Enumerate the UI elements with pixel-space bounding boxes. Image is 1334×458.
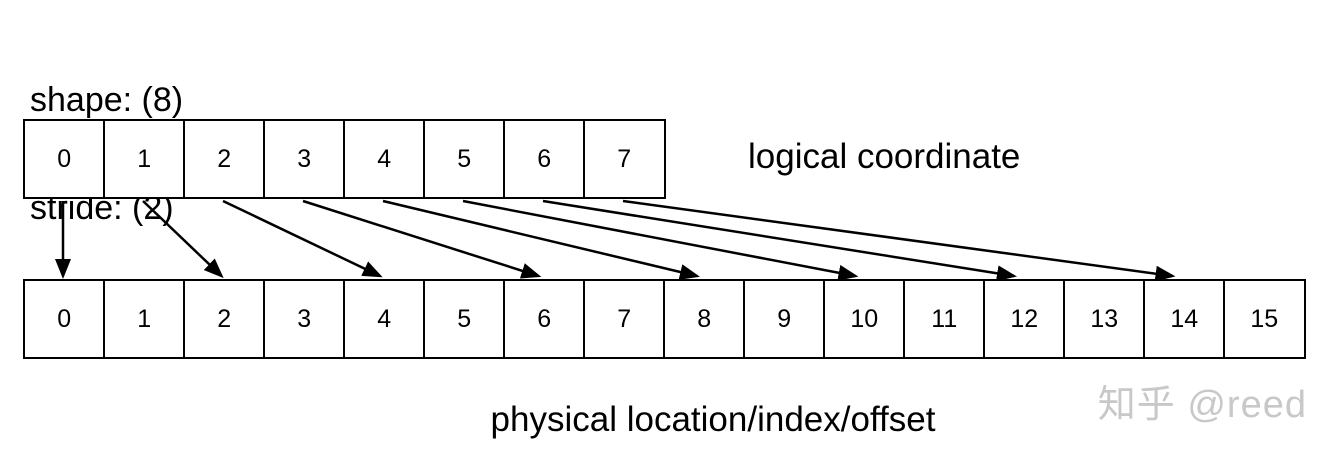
stride-arrow-2-to-4: [222, 199, 383, 278]
physical-cell-0: 0: [23, 279, 106, 359]
physical-cell-13: 13: [1063, 279, 1146, 359]
logical-cell-7: 7: [583, 119, 666, 199]
physical-row-label: physical location/index/offset: [490, 400, 936, 439]
logical-cell-5: 5: [423, 119, 506, 199]
physical-cell-5: 5: [423, 279, 506, 359]
physical-cell-14: 14: [1143, 279, 1226, 359]
logical-cell-6: 6: [503, 119, 586, 199]
logical-cell-1: 1: [103, 119, 186, 199]
logical-cell-0: 0: [23, 119, 106, 199]
physical-cell-4: 4: [343, 279, 426, 359]
logical-cell-4: 4: [343, 119, 426, 199]
stride-arrow-7-to-14: [622, 199, 1176, 282]
physical-cell-2: 2: [183, 279, 266, 359]
physical-cell-6: 6: [503, 279, 586, 359]
stride-arrow-4-to-8: [382, 199, 700, 280]
physical-cell-15: 15: [1223, 279, 1306, 359]
watermark: 知乎 @reed: [1097, 384, 1307, 426]
stride-arrow-5-to-10: [462, 199, 859, 281]
shape-label: shape: (8): [30, 81, 184, 119]
logical-cell-3: 3: [263, 119, 346, 199]
physical-cell-7: 7: [583, 279, 666, 359]
physical-cell-10: 10: [823, 279, 906, 359]
physical-cell-1: 1: [103, 279, 186, 359]
logical-cell-2: 2: [183, 119, 266, 199]
stride-arrow-3-to-6: [302, 199, 542, 279]
physical-cell-11: 11: [903, 279, 986, 359]
physical-cell-8: 8: [663, 279, 746, 359]
stride-arrow-6-to-12: [542, 199, 1017, 282]
physical-cell-3: 3: [263, 279, 346, 359]
logical-row-label: logical coordinate: [748, 137, 1021, 176]
physical-cell-12: 12: [983, 279, 1066, 359]
physical-cell-9: 9: [743, 279, 826, 359]
